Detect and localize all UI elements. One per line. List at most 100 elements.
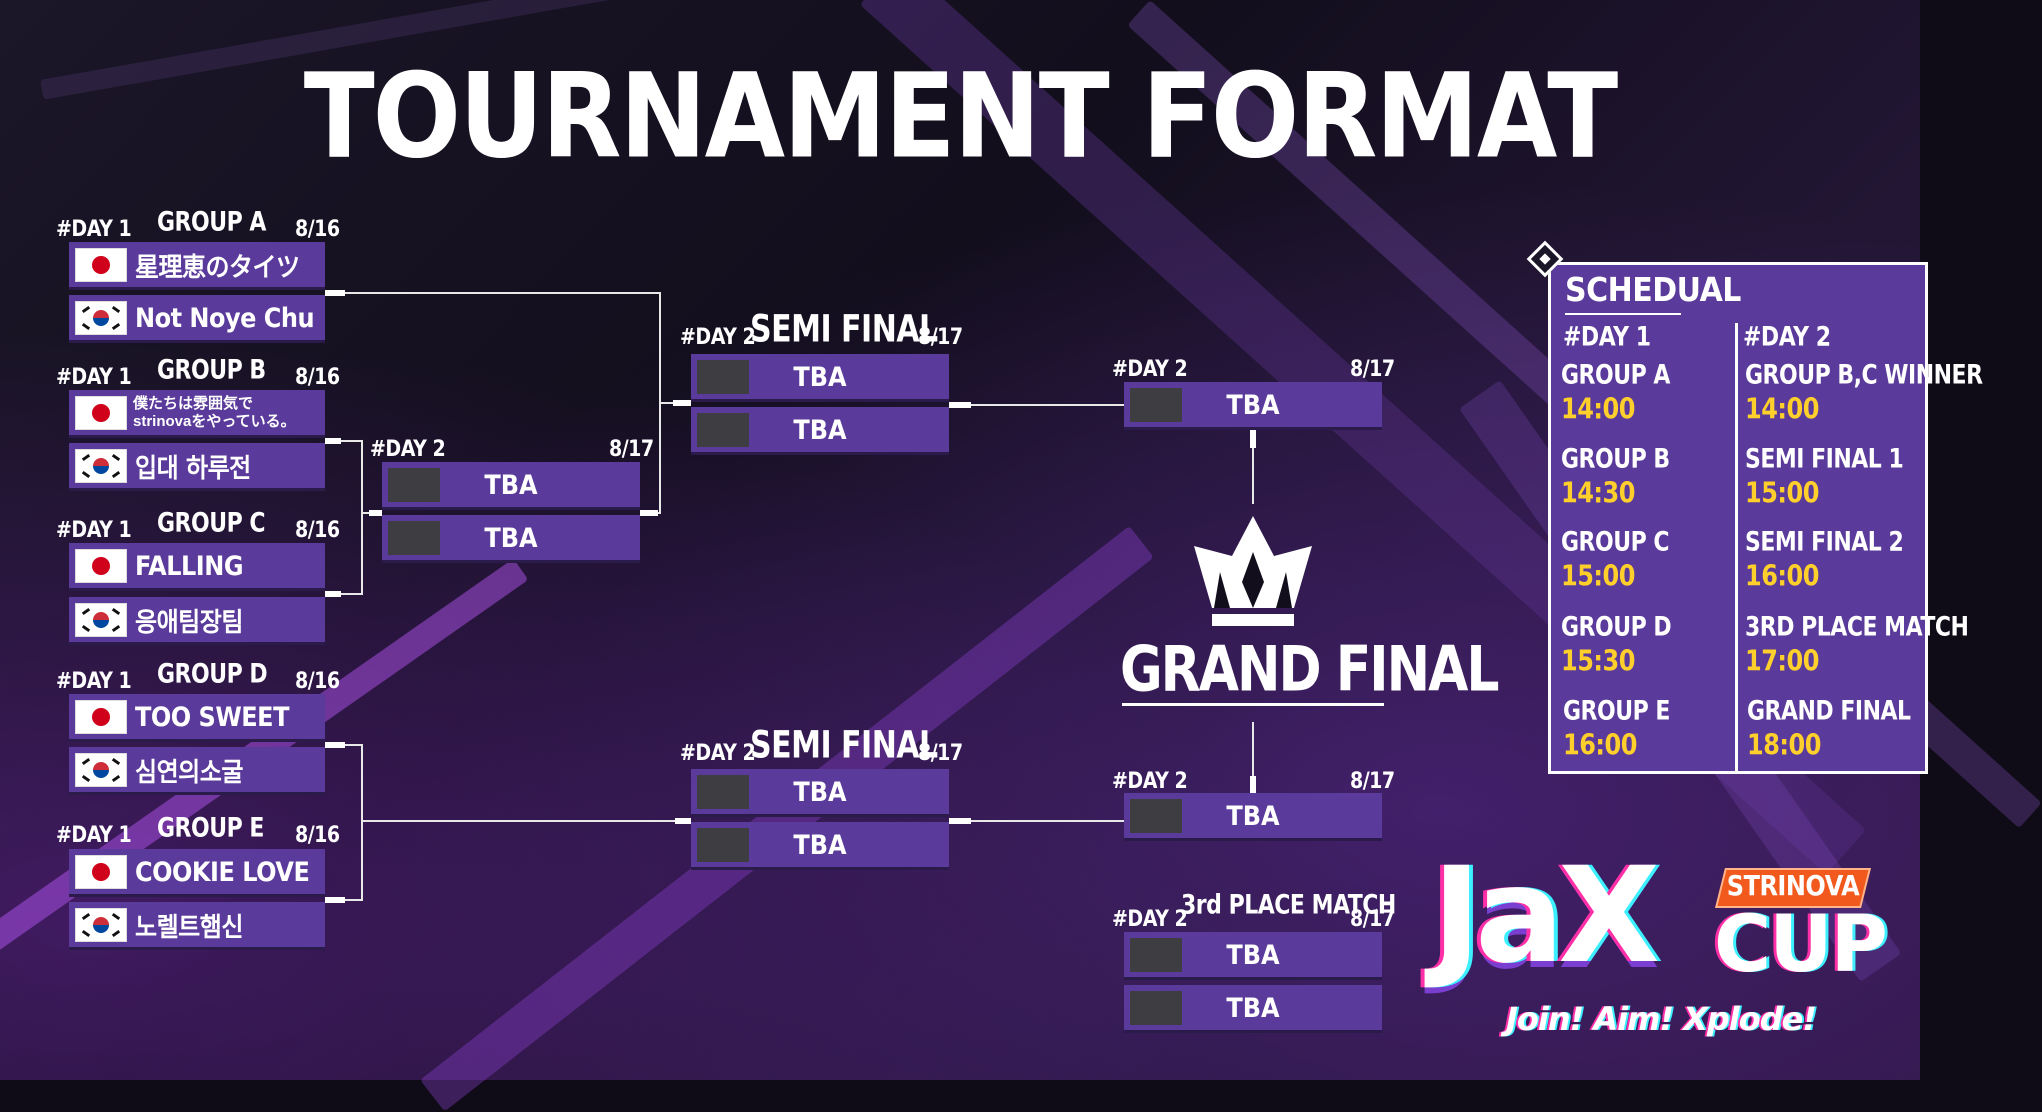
semi-final-1-title: SEMI FINAL: [750, 307, 938, 352]
brand-tag-text: STRINOVA: [1726, 869, 1860, 903]
tba-label: TBA: [793, 829, 847, 860]
tba-label: TBA: [1226, 939, 1280, 970]
group-c-title: GROUP C: [157, 508, 266, 539]
grand-final-underline: [1122, 703, 1384, 706]
schedule-day1-time: 15:00: [1561, 559, 1635, 593]
kr-flag-icon: [75, 752, 127, 787]
kr-flag-icon: [75, 907, 127, 942]
team-name-line-1: 僕たちは雰囲気で: [133, 394, 254, 412]
team-logo-placeholder: [1130, 937, 1182, 972]
semi-final-1-slot-1: TBA: [691, 354, 949, 402]
schedule-day2-label: SEMI FINAL 1: [1745, 444, 1904, 475]
semi-final-1-slot-2: TBA: [691, 407, 949, 455]
semi-final-2-slot-2: TBA: [691, 822, 949, 870]
group-e-team-2: 노렐트햄신: [69, 902, 325, 950]
third-place-title: 3rd PLACE MATCH: [1181, 890, 1396, 921]
team-logo-placeholder: [697, 827, 749, 862]
group-a-team-1: 星理恵のタイツ: [69, 242, 325, 290]
third-place-slot-2: TBA: [1124, 985, 1382, 1033]
page-title: TOURNAMENT FORMAT: [303, 47, 1619, 185]
semi-final-2-day: #DAY 2: [680, 740, 756, 766]
grand-final-upper-date: 8/17: [1350, 356, 1395, 382]
schedule-title-underline: [1565, 313, 1681, 315]
jp-flag-icon: [75, 247, 127, 282]
kr-flag-icon: [75, 602, 127, 637]
team-logo-placeholder: [1130, 387, 1182, 422]
tba-label: TBA: [484, 469, 538, 500]
group-c-date: 8/16: [295, 517, 340, 543]
tba-label: TBA: [793, 414, 847, 445]
schedule-day2: #DAY 2: [1743, 322, 1831, 353]
group-e-date: 8/16: [295, 822, 340, 848]
schedule-day2-label: 3RD PLACE MATCH: [1745, 612, 1969, 643]
group-e-title: GROUP E: [157, 813, 264, 844]
group-a-day: #DAY 1: [56, 216, 132, 242]
semi-final-2-slot-1: TBA: [691, 769, 949, 817]
group-d-day: #DAY 1: [56, 668, 132, 694]
team-name: 입대 하루전: [135, 452, 251, 484]
schedule-day1-time: 14:00: [1561, 392, 1635, 426]
jp-flag-icon: [75, 854, 127, 889]
group-d-team-2: 심연의소굴: [69, 747, 325, 795]
team-name-line-2: strinovaをやっている。: [133, 412, 296, 430]
tba-label: TBA: [1226, 992, 1280, 1023]
group-b-date: 8/16: [295, 364, 340, 390]
tba-label: TBA: [484, 522, 538, 553]
team-name: 심연의소굴: [135, 756, 243, 788]
schedule-day1-label: GROUP C: [1561, 527, 1670, 558]
group-a-title: GROUP A: [157, 207, 266, 238]
semi-final-2-date: 8/17: [918, 740, 963, 766]
bc-match-slot-1: TBA: [382, 462, 640, 510]
group-b-title: GROUP B: [157, 355, 266, 386]
schedule-day2-time: 15:00: [1745, 476, 1819, 510]
schedule-day2-time: 17:00: [1745, 644, 1819, 678]
team-name: 星理恵のタイツ: [135, 251, 300, 283]
kr-flag-icon: [75, 448, 127, 483]
team-logo-placeholder: [388, 467, 440, 502]
tba-label: TBA: [1226, 800, 1280, 831]
semi-final-2-title: SEMI FINAL: [750, 723, 938, 768]
grand-final-title: GRAND FINAL: [1120, 634, 1500, 706]
schedule-day2-label: SEMI FINAL 2: [1745, 527, 1904, 558]
team-name: TOO SWEET: [135, 701, 289, 732]
third-place-day: #DAY 2: [1112, 906, 1188, 932]
schedule-day1-label: GROUP A: [1561, 360, 1670, 391]
group-d-title: GROUP D: [157, 659, 268, 690]
crown-icon: [1194, 516, 1312, 626]
group-c-team-2: 응애팀장팀: [69, 597, 325, 645]
schedule-day2-time: 18:00: [1747, 728, 1821, 762]
group-b-team-1: 僕たちは雰囲気で strinovaをやっている。: [69, 390, 325, 438]
team-name: FALLING: [135, 550, 244, 581]
logo-cup-text: CUP: [1714, 900, 1888, 990]
schedule-day1-label: GROUP B: [1561, 444, 1670, 475]
jp-flag-icon: [75, 548, 127, 583]
schedule-day1-label: GROUP D: [1561, 612, 1672, 643]
team-name: Not Noye Chu: [135, 302, 315, 333]
grand-final-lower-date: 8/17: [1350, 768, 1395, 794]
schedule-panel: SCHEDUAL #DAY 1 #DAY 2 GROUP A 14:00 GRO…: [1548, 262, 1983, 774]
group-a-team-2: Not Noye Chu: [69, 295, 325, 343]
team-logo-placeholder: [388, 520, 440, 555]
schedule-day1: #DAY 1: [1563, 322, 1651, 353]
schedule-day2-time: 14:00: [1745, 392, 1819, 426]
team-logo-placeholder: [1130, 990, 1182, 1025]
group-b-team-2: 입대 하루전: [69, 443, 325, 491]
tba-label: TBA: [793, 361, 847, 392]
team-logo-placeholder: [697, 774, 749, 809]
schedule-day2-time: 16:00: [1745, 559, 1819, 593]
logo-slogan: Join! Aim! Xplode!: [1506, 1000, 1817, 1038]
bc-match-date: 8/17: [609, 436, 654, 462]
schedule-day1-time: 16:00: [1563, 728, 1637, 762]
tba-label: TBA: [1226, 389, 1280, 420]
bc-match-slot-2: TBA: [382, 515, 640, 563]
grand-final-upper-slot: TBA: [1124, 382, 1382, 430]
logo-jax-text: JaX: [1432, 839, 1660, 993]
team-name: COOKIE LOVE: [135, 856, 310, 887]
grand-final-lower-day: #DAY 2: [1112, 768, 1188, 794]
group-e-team-1: COOKIE LOVE: [69, 849, 325, 897]
team-logo-placeholder: [697, 412, 749, 447]
grand-final-lower-slot: TBA: [1124, 793, 1382, 841]
jp-flag-icon: [75, 395, 127, 430]
group-a-date: 8/16: [295, 216, 340, 242]
bc-match-day: #DAY 2: [370, 436, 446, 462]
